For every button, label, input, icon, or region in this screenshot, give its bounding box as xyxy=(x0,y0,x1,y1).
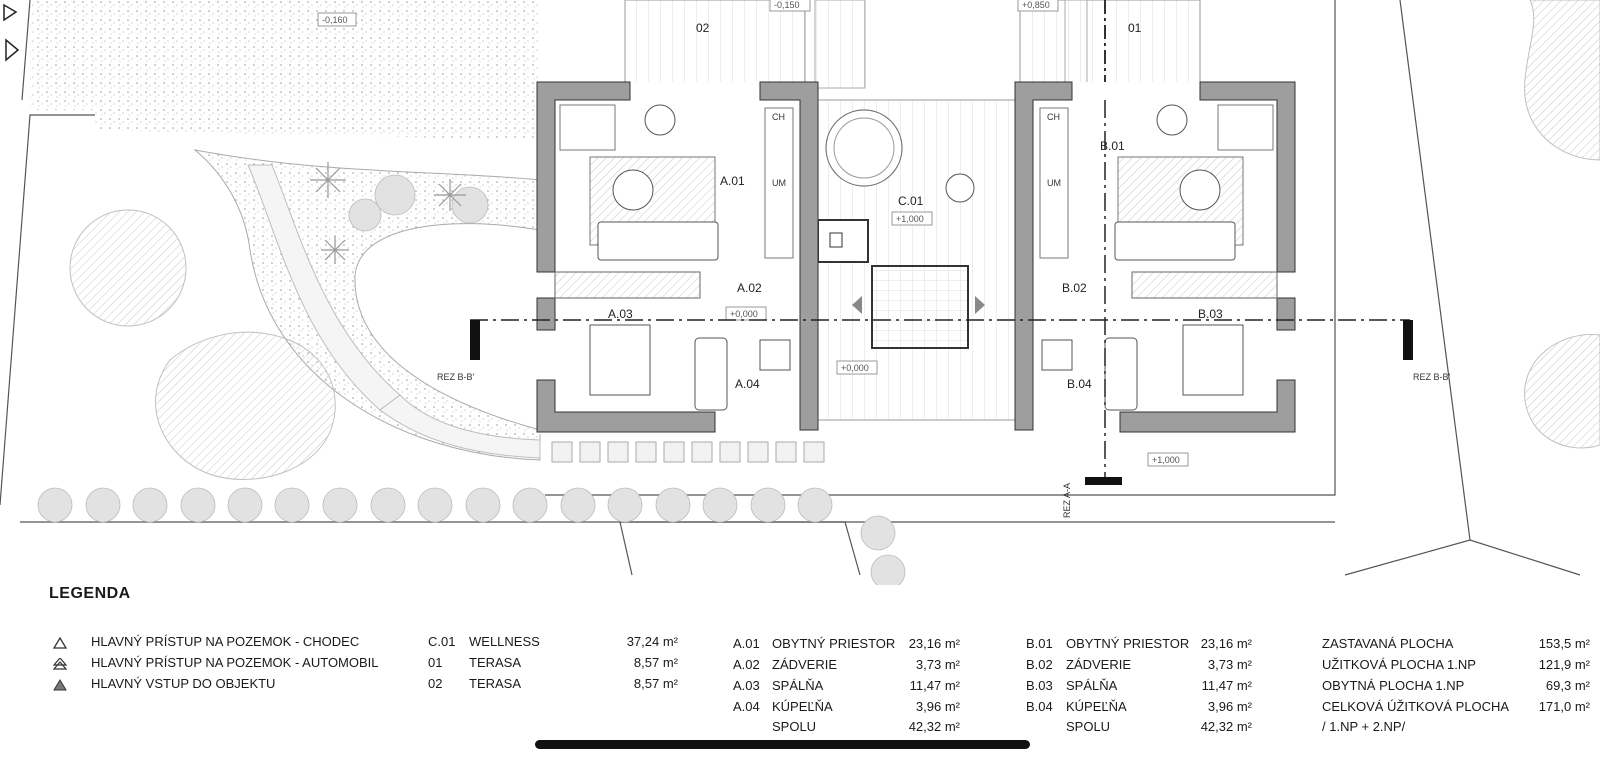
horizontal-scrollbar[interactable] xyxy=(535,740,1030,749)
legend-a-code: A.04 xyxy=(733,699,760,714)
svg-text:-0,150: -0,150 xyxy=(774,0,800,10)
svg-text:+0,000: +0,000 xyxy=(730,309,758,319)
legend-b-area: 23,16 m² xyxy=(1200,636,1252,651)
svg-text:REZ B-B': REZ B-B' xyxy=(1413,372,1451,382)
unit-b: CH UM B.01 B.02 B.03 B.04 xyxy=(1014,81,1296,434)
legend-a-name: OBYTNÝ PRIESTOR xyxy=(772,636,896,651)
svg-text:A.02: A.02 xyxy=(737,281,762,295)
svg-text:B.01: B.01 xyxy=(1100,139,1125,153)
svg-text:A.04: A.04 xyxy=(735,377,760,391)
legend-c-name: WELLNESS xyxy=(469,634,540,649)
section-line-bb: REZ B-B' REZ B-B' xyxy=(437,319,1451,382)
summary-total-usable-note: / 1.NP + 2.NP/ xyxy=(1322,719,1406,734)
legend-access-car: HLAVNÝ PRÍSTUP NA POZEMOK - AUTOMOBIL xyxy=(91,655,379,670)
svg-text:B.02: B.02 xyxy=(1062,281,1087,295)
level-markers: -0,160 -0,150 +0,850 +1,000 +0,000 +0,00… xyxy=(317,0,1189,467)
legend-a-area: 3,96 m² xyxy=(915,699,960,714)
outline-triangle-icon xyxy=(53,637,67,649)
svg-text:B.04: B.04 xyxy=(1067,377,1092,391)
stepping-stones xyxy=(551,441,825,463)
legend-c-name: TERASA xyxy=(469,655,522,670)
legend-c-area: 8,57 m² xyxy=(633,655,678,670)
legend-a-area: 3,73 m² xyxy=(915,657,960,672)
legend-a-code: A.02 xyxy=(733,657,760,672)
unit-a: CH UM A.01 A.02 A.03 A.04 xyxy=(536,81,819,434)
legend-title: LEGENDA xyxy=(49,585,131,602)
legend-b-name: OBYTNÝ PRIESTOR xyxy=(1066,636,1190,651)
svg-text:UM: UM xyxy=(1047,178,1061,188)
svg-text:CH: CH xyxy=(1047,112,1060,122)
legend-b-area: 3,73 m² xyxy=(1207,657,1252,672)
legend: LEGENDA HLAVNÝ PRÍSTUP NA POZEMOK - CHOD… xyxy=(0,585,1600,735)
legend-c-row: 02 xyxy=(428,676,443,691)
svg-text:02: 02 xyxy=(696,21,710,35)
legend-a-total-label: SPOLU xyxy=(772,719,817,734)
legend-c-row: C.01 xyxy=(428,634,456,649)
svg-text:+0,850: +0,850 xyxy=(1022,0,1050,10)
legend-b-code: B.02 xyxy=(1026,657,1053,672)
legend-a-code: A.03 xyxy=(733,678,760,693)
legend-access-pedestrian: HLAVNÝ PRÍSTUP NA POZEMOK - CHODEC xyxy=(91,634,360,649)
legend-a-area: 11,47 m² xyxy=(909,678,960,693)
legend-b-code: B.04 xyxy=(1026,699,1053,714)
filled-triangle-icon xyxy=(53,679,67,691)
summary-living-1np-value: 69,3 m² xyxy=(1545,678,1590,693)
svg-text:-0,160: -0,160 xyxy=(322,15,348,25)
room-c01-label: C.01 xyxy=(898,194,924,208)
svg-text:REZ B-B': REZ B-B' xyxy=(437,372,475,382)
legend-a-name: SPÁLŇA xyxy=(772,678,824,693)
summary-usable-1np-value: 121,9 m² xyxy=(1538,657,1590,672)
svg-text:+1,000: +1,000 xyxy=(1152,455,1180,465)
summary-living-1np-label: OBYTNÁ PLOCHA 1.NP xyxy=(1322,678,1465,693)
legend-c-area: 8,57 m² xyxy=(633,676,678,691)
legend-b-total-area: 42,32 m² xyxy=(1200,719,1252,734)
legend-a-area: 23,16 m² xyxy=(908,636,960,651)
summary-total-usable-label: CELKOVÁ ÚŽITKOVÁ PLOCHA xyxy=(1322,699,1510,714)
summary-usable-1np-label: UŽITKOVÁ PLOCHA 1.NP xyxy=(1322,657,1476,672)
legend-b-total-label: SPOLU xyxy=(1066,719,1111,734)
paving-stones xyxy=(247,164,541,459)
legend-a-name: ZÁDVERIE xyxy=(772,657,838,672)
legend-c-row: 01 xyxy=(428,655,443,670)
site-boundary xyxy=(0,0,1581,576)
summary-built-area-value: 153,5 m² xyxy=(1538,636,1590,651)
svg-text:A.01: A.01 xyxy=(720,174,745,188)
legend-main-entrance: HLAVNÝ VSTUP DO OBJEKTU xyxy=(91,676,276,691)
legend-b-name: KÚPEĽŇA xyxy=(1066,699,1127,714)
legend-b-code: B.03 xyxy=(1026,678,1053,693)
access-arrows xyxy=(3,3,20,62)
double-triangle-icon xyxy=(53,658,67,670)
svg-text:REZ A-A: REZ A-A xyxy=(1062,483,1072,518)
svg-text:01: 01 xyxy=(1128,21,1142,35)
svg-text:B.03: B.03 xyxy=(1198,307,1223,321)
section-line-aa: REZ A-A xyxy=(1062,100,1122,518)
svg-text:+0,000: +0,000 xyxy=(841,363,869,373)
legend-b-name: SPÁLŇA xyxy=(1066,678,1118,693)
legend-b-name: ZÁDVERIE xyxy=(1066,657,1132,672)
gravel-area xyxy=(30,0,540,140)
legend-b-area: 3,96 m² xyxy=(1207,699,1252,714)
summary-built-area-label: ZASTAVANÁ PLOCHA xyxy=(1322,636,1454,651)
legend-b-code: B.01 xyxy=(1026,636,1053,651)
svg-text:+1,000: +1,000 xyxy=(896,214,924,224)
summary-total-usable-value: 171,0 m² xyxy=(1538,699,1590,714)
legend-c-name: TERASA xyxy=(469,676,522,691)
svg-text:UM: UM xyxy=(772,178,786,188)
trees xyxy=(37,0,1600,585)
legend-a-total-area: 42,32 m² xyxy=(908,719,960,734)
svg-text:A.03: A.03 xyxy=(608,307,633,321)
legend-a-name: KÚPEĽŇA xyxy=(772,699,833,714)
terrace-02: 02 xyxy=(624,0,806,86)
terrace-01: 01 xyxy=(1019,0,1201,86)
legend-b-area: 11,47 m² xyxy=(1201,678,1252,693)
legend-a-code: A.01 xyxy=(733,636,760,651)
legend-c-area: 37,24 m² xyxy=(626,634,678,649)
floor-plan: 02 01 CH UM A.01 A.0 xyxy=(0,0,1600,585)
svg-text:CH: CH xyxy=(772,112,785,122)
